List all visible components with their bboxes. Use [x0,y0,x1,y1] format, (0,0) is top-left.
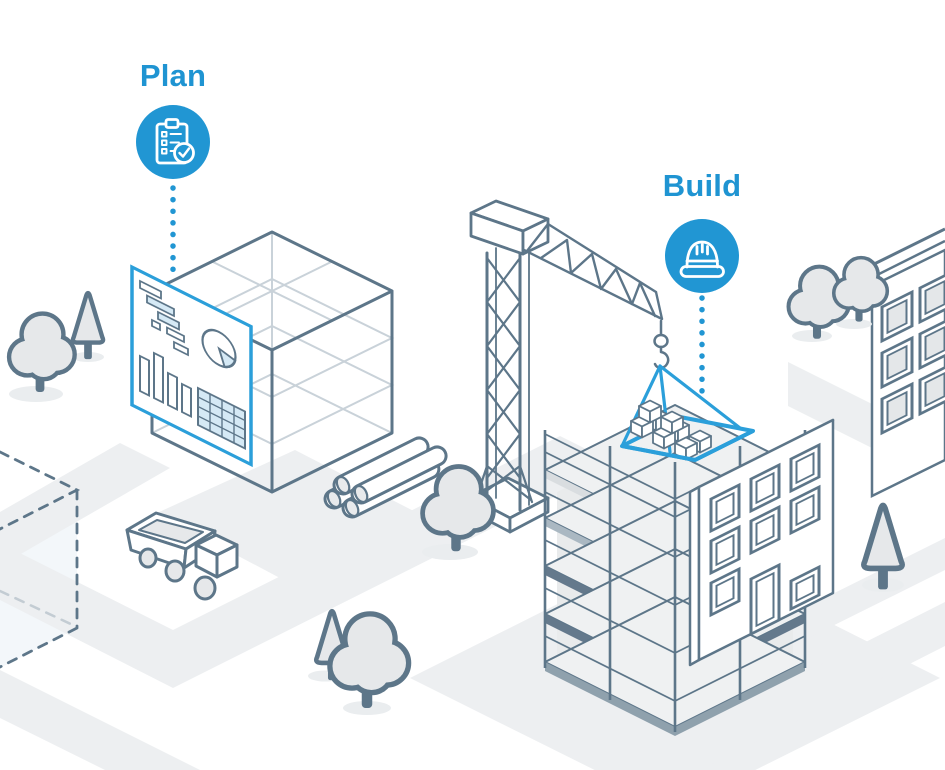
pine-tree [73,293,103,359]
building-windows [880,270,945,436]
truck-cab-side [194,543,219,579]
crane-counterweight [469,199,550,256]
brick-pallet [620,364,755,462]
plan-step-label: Plan [139,58,207,93]
road-corner-bottom-left [0,670,200,770]
bar-chart-icon [139,351,192,418]
left-trees [9,293,104,402]
dashed-cube-outline [0,450,81,669]
tree-shadow [836,319,872,329]
finished-building [791,227,945,499]
road-bottom-right [612,602,945,770]
round-tree [11,316,72,392]
plan-step-marker [136,105,210,273]
pie-chart-icon [201,328,237,369]
wheel [164,559,186,583]
tree-shadow [9,386,63,402]
road-upper-right [788,362,872,448]
foreground-trees [308,469,904,715]
bricks [630,399,712,461]
truck-bed-inner [138,519,204,544]
hard-hat-icon [679,240,725,278]
crane-jib [522,222,664,321]
tree-shadow [792,330,832,342]
tower-crane [468,199,670,534]
facade-windows [709,442,821,637]
wheel [138,547,158,569]
crane-tower [474,247,534,512]
build-step-marker [665,219,739,399]
table-grid-icon [197,386,246,450]
round-tree [333,617,407,709]
dump-truck [125,511,239,601]
pipe-stack [323,436,448,519]
clipboard-checklist-icon [155,118,195,165]
wheel [193,575,217,601]
build-circle [665,219,739,293]
pallet-front-edge [621,429,754,462]
road-left [0,443,170,566]
dashboard-panel [130,264,253,468]
build-step-label: Build [662,168,742,203]
scaffolded-building [543,404,835,736]
gantt-chart-icon [139,279,189,357]
tree-shadow [422,544,478,560]
crane-cable-hook [653,319,670,369]
